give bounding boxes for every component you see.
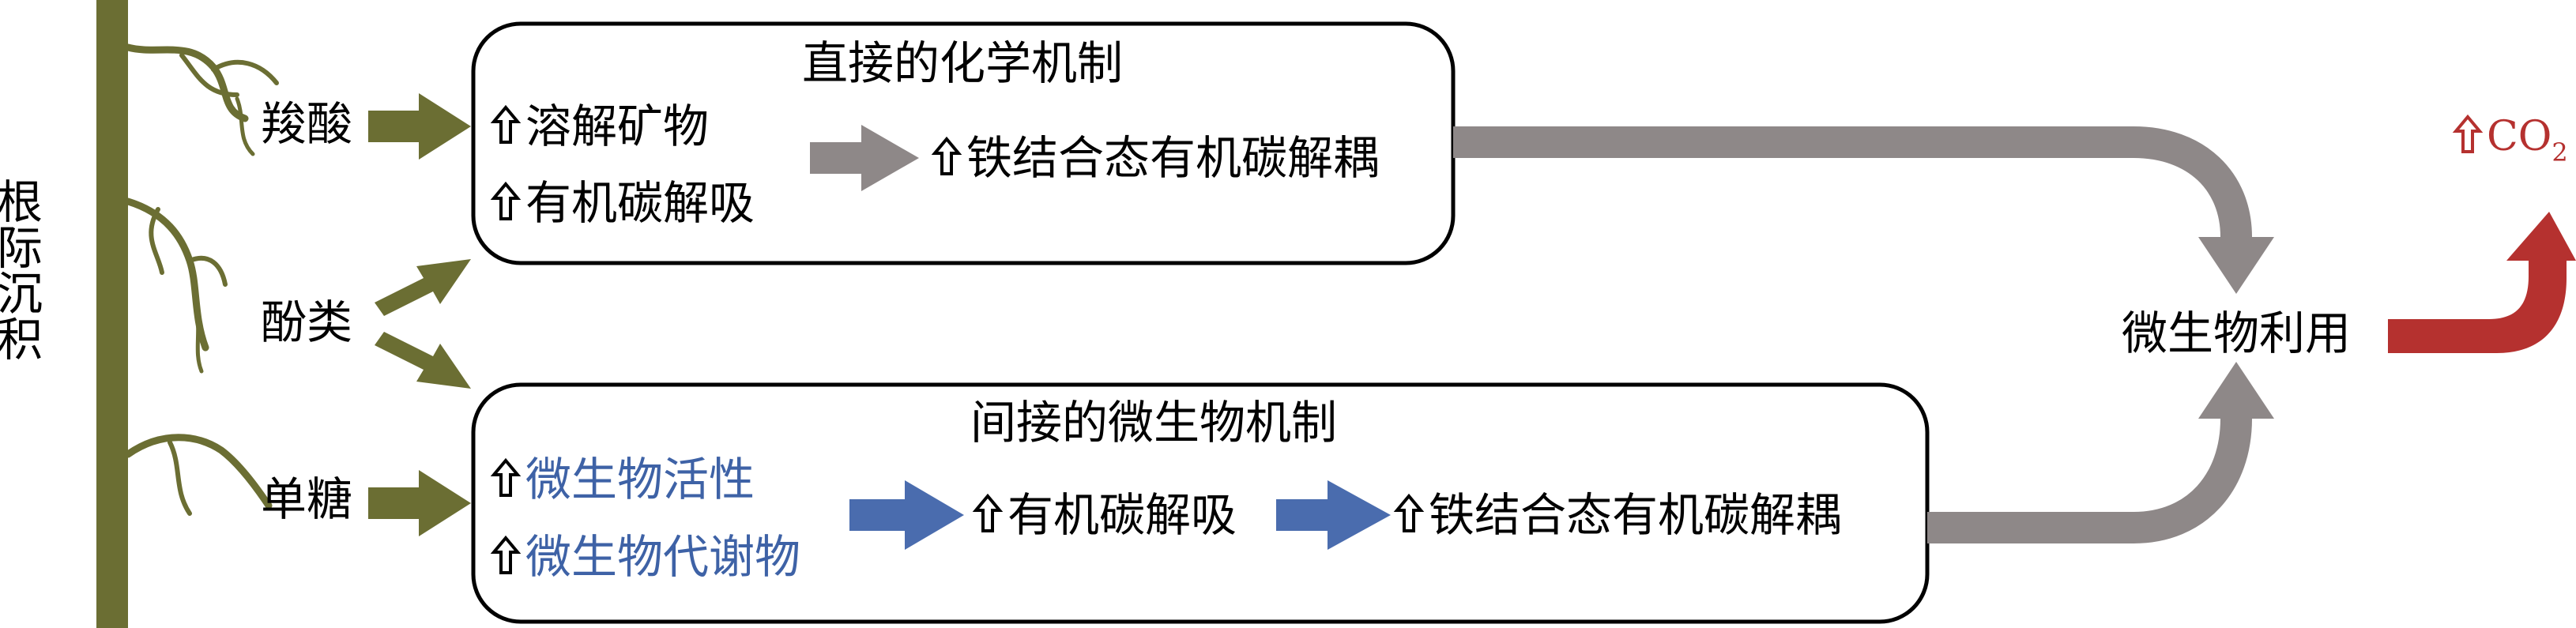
fine-roots (124, 43, 279, 516)
co2-label-text: CO (2487, 113, 2552, 160)
up-icon (2452, 114, 2484, 153)
indirect-step-oc-desorption: 有机碳解吸 (1007, 488, 1237, 542)
indirect-item-microbial-metabolites: 微生物代谢物 (525, 530, 800, 584)
exudate-arrows (368, 93, 471, 536)
phenolic-arrow-up (375, 259, 471, 316)
exudate-sugar-label: 单糖 (261, 472, 352, 526)
co2-label-group: CO2 (2452, 113, 2568, 167)
direct-item-oc-desorption: 有机碳解吸 (525, 176, 755, 230)
connector-arrowhead-up (2198, 362, 2274, 419)
indirect-mechanism-box (471, 382, 1930, 624)
exudate-phenolic-label: 酚类 (261, 295, 352, 349)
root-trunk (96, 0, 128, 628)
indirect-mechanism-title: 间接的微生物机制 (970, 396, 1337, 449)
indirect-item-microbial-activity: 微生物活性 (525, 453, 755, 506)
indirect-result: 铁结合态有机碳解耦 (1429, 488, 1841, 542)
co2-subscript: 2 (2552, 137, 2567, 167)
co2-label: CO2 (2487, 113, 2568, 167)
indirect-arrow-2 (1276, 480, 1391, 550)
exudate-carboxylic-label: 羧酸 (261, 97, 352, 151)
direct-result: 铁结合态有机碳解耦 (966, 131, 1379, 185)
phenolic-arrow-down (375, 332, 471, 389)
indirect-to-microbial-connector (1927, 418, 2252, 543)
co2-arrow (2388, 212, 2576, 353)
direct-inner-arrow (810, 125, 919, 191)
direct-to-microbial-connector (1453, 126, 2252, 238)
sugar-arrow (368, 470, 471, 536)
direct-item-dissolve-minerals: 溶解矿物 (525, 100, 709, 153)
carboxylic-arrow (368, 93, 471, 160)
connector-arrowhead-down (2198, 237, 2274, 294)
root-label: 根际沉积 (0, 178, 43, 361)
root-system (96, 0, 279, 628)
flow-connectors (1453, 126, 2252, 543)
microbial-use-label: 微生物利用 (2122, 306, 2351, 360)
direct-mechanism-title: 直接的化学机制 (802, 36, 1123, 90)
indirect-arrow-1 (849, 480, 964, 550)
